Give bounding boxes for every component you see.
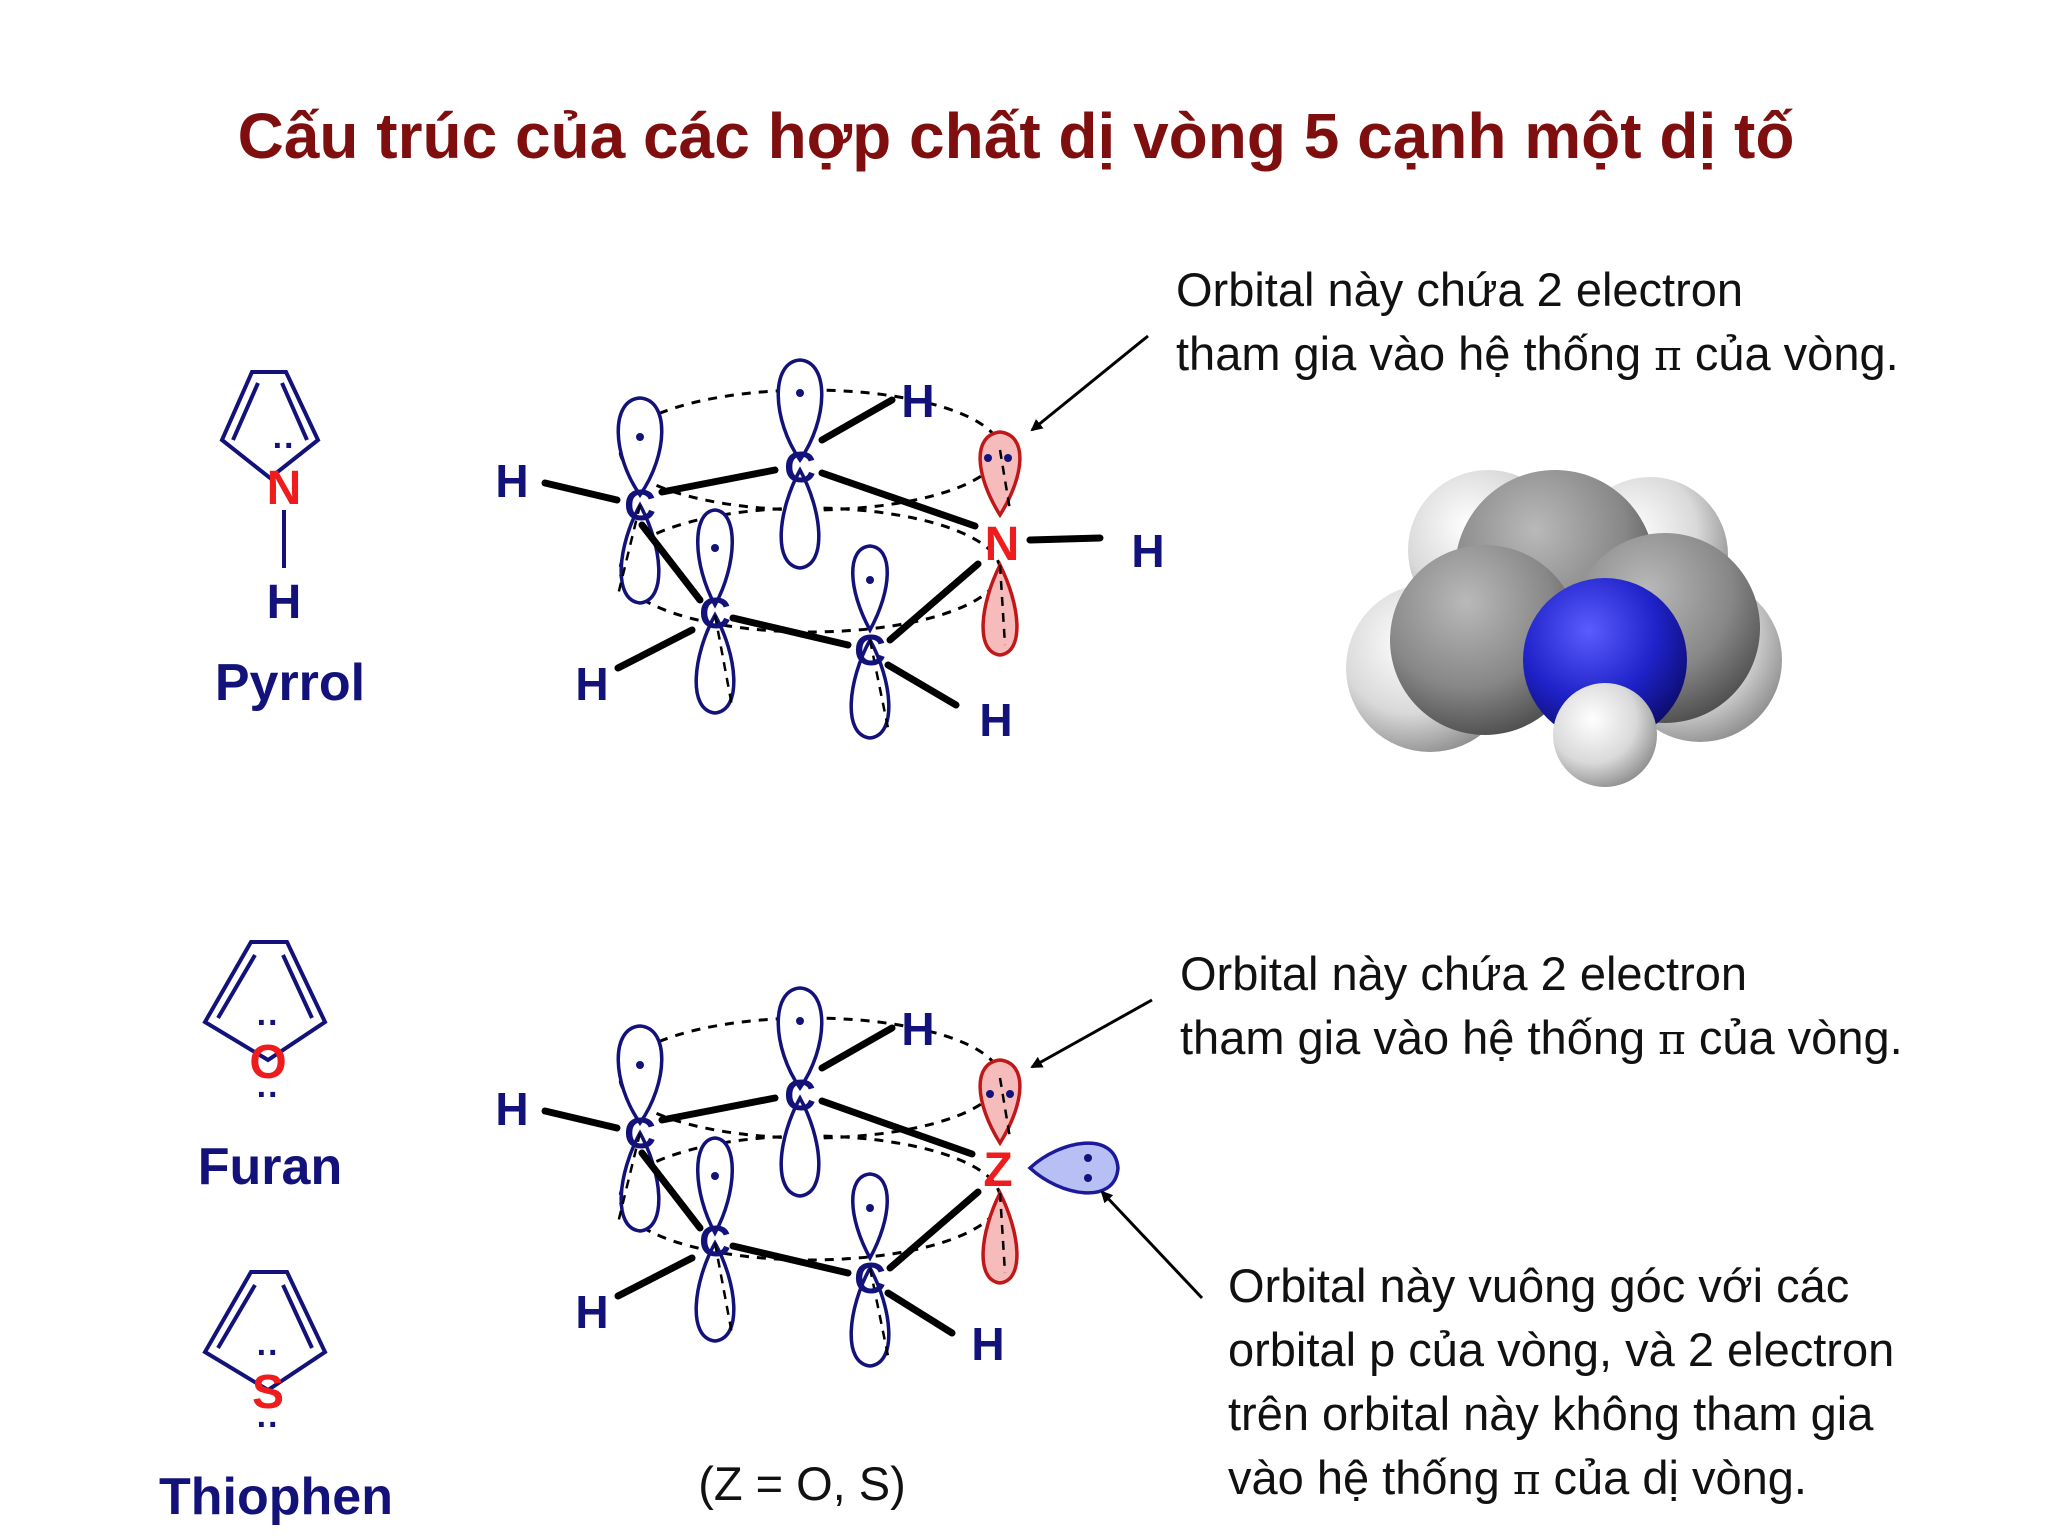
pyrrol-atom-h1: H [495, 455, 528, 507]
z-atom-c1: C [624, 1109, 656, 1158]
perpendicular-note-line3: trên orbital này không tham gia [1228, 1387, 1874, 1440]
pyrrol-lone-pair: ·· [273, 427, 296, 465]
perpendicular-note-arrow [1100, 1190, 1204, 1300]
furan-lone-pair-top: ·· [257, 1004, 280, 1042]
furan-ring-formula [202, 940, 328, 1063]
z-orbital-diagram [541, 986, 1120, 1368]
furan-heteroatom-o: O [249, 1036, 286, 1089]
thiophen-ring-formula [202, 1270, 328, 1393]
perpendicular-note-line2: orbital p của vòng, và 2 electron [1228, 1323, 1894, 1376]
pyrrol-atom-c3: C [699, 589, 731, 638]
pyrrol-heteroatom-n: N [267, 462, 302, 515]
pyrrol-atom-n: N [985, 518, 1020, 571]
pyrrol-space-filling-model [1346, 470, 1782, 787]
pyrrol-atom-h4: H [979, 694, 1012, 746]
z-atom-h2: H [901, 1003, 934, 1055]
furan-orbital-note-line2: tham gia vào hệ thống π của vòng. [1180, 1011, 1903, 1064]
z-definition-note: (Z = O, S) [698, 1457, 906, 1510]
z-atom-c3: C [699, 1217, 731, 1266]
thiophen-heteroatom-s: S [252, 1366, 284, 1419]
page-title: Cấu trúc của các hợp chất dị vòng 5 cạnh… [238, 100, 1795, 172]
z-atom-h4: H [971, 1318, 1004, 1370]
pi-symbol: π [1513, 1455, 1541, 1504]
thiophen-lone-pair-top: ·· [257, 1334, 280, 1372]
pyrrol-orbital-note-line1: Orbital này chứa 2 electron [1176, 263, 1743, 316]
pyrrol-atom-h3: H [575, 658, 608, 710]
pyrrol-atom-h2: H [901, 375, 934, 427]
pyrrol-atom-c4: C [854, 626, 886, 675]
pyrrol-atom-c2: C [784, 443, 816, 492]
furan-orbital-note-line1: Orbital này chứa 2 electron [1180, 947, 1747, 1000]
pyrrol-atom-h5: H [1131, 525, 1164, 577]
pyrrol-name: Pyrrol [215, 654, 365, 712]
z-atom-h1: H [495, 1083, 528, 1135]
furan-lone-pair-bottom: ·· [257, 1076, 280, 1114]
furan-name: Furan [198, 1138, 342, 1196]
z-atom-h3: H [575, 1286, 608, 1338]
pyrrol-note-arrow [1030, 334, 1149, 432]
furan-note-arrow [1030, 998, 1153, 1069]
pyrrol-orbital-diagram [541, 358, 1104, 740]
z-atom-z: Z [983, 1144, 1012, 1197]
thiophen-name: Thiophen [159, 1468, 393, 1526]
pi-symbol: π [1658, 1015, 1686, 1064]
pi-symbol: π [1654, 331, 1682, 380]
pyrrol-orbital-note-line2: tham gia vào hệ thống π của vòng. [1176, 327, 1899, 380]
pyrrol-ring-formula [219, 370, 321, 568]
perpendicular-note-line4: vào hệ thống π của dị vòng. [1228, 1451, 1807, 1504]
pyrrol-substituent-h: H [267, 576, 302, 629]
z-atom-c4: C [854, 1254, 886, 1303]
thiophen-lone-pair-bottom: ·· [257, 1406, 280, 1444]
perpendicular-note-line1: Orbital này vuông góc với các [1228, 1259, 1849, 1312]
pyrrol-atom-c1: C [624, 481, 656, 530]
z-atom-c2: C [784, 1071, 816, 1120]
